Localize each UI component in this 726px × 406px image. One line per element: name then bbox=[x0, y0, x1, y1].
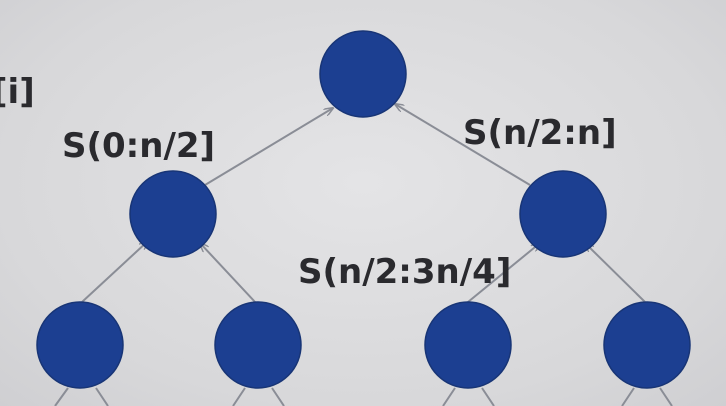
edge-below-lr-b bbox=[271, 387, 285, 406]
edge-rr-to-right bbox=[585, 243, 646, 303]
tree-node-leaf-3 bbox=[424, 301, 512, 389]
tree-node-leaf-1 bbox=[36, 301, 124, 389]
edge-below-rr-b bbox=[659, 387, 673, 406]
left-fragment-label: [i] bbox=[0, 72, 35, 112]
edge-label-lower-right: S(n/2:3n/4] bbox=[298, 252, 511, 292]
tree-node-left bbox=[129, 170, 217, 258]
edge-right-to-root bbox=[395, 104, 531, 186]
tree-node-root bbox=[319, 30, 407, 118]
edge-rl-to-right bbox=[467, 243, 540, 303]
edge-below-rr-a bbox=[621, 387, 635, 406]
edge-ll-to-left bbox=[81, 241, 148, 303]
edge-label-right: S(n/2:n] bbox=[463, 113, 617, 153]
tree-node-leaf-2 bbox=[214, 301, 302, 389]
edge-below-ll-b bbox=[95, 387, 109, 406]
edge-left-to-root bbox=[204, 108, 333, 186]
edge-below-rl-b bbox=[481, 387, 495, 406]
tree-node-leaf-4 bbox=[603, 301, 691, 389]
edge-label-left: S(0:n/2] bbox=[62, 126, 215, 166]
edge-below-rl-a bbox=[442, 387, 456, 406]
edge-below-ll-a bbox=[54, 387, 69, 406]
tree-node-right bbox=[519, 170, 607, 258]
edge-lr-to-left bbox=[200, 243, 256, 303]
edge-below-lr-a bbox=[232, 387, 246, 406]
